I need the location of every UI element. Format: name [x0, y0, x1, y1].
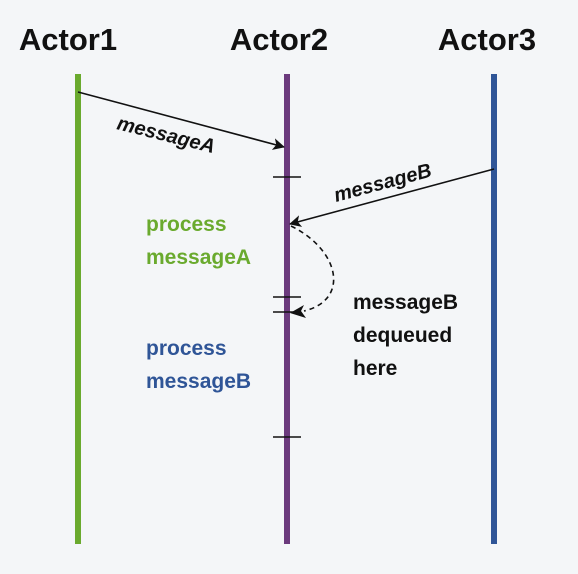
dequeue-note-line3: here: [353, 357, 397, 380]
dequeue-note-line2: dequeued: [353, 324, 452, 347]
message-a-label: messageA: [115, 113, 217, 159]
dequeue-arrowhead: [290, 305, 306, 318]
process-a-note-line1: process: [146, 213, 227, 236]
dequeue-curve: [290, 225, 335, 312]
message-a-arrow: [77, 91, 285, 150]
message-b-arrow: [289, 168, 495, 227]
process-b-note-line2: messageB: [146, 370, 251, 393]
actor2-label: Actor2: [230, 22, 328, 57]
process-a-note-line2: messageA: [146, 246, 251, 269]
dequeue-note-line1: messageB: [353, 291, 458, 314]
process-b-note-line1: process: [146, 337, 227, 360]
actor1-label: Actor1: [19, 22, 117, 57]
actor3-label: Actor3: [438, 22, 536, 57]
